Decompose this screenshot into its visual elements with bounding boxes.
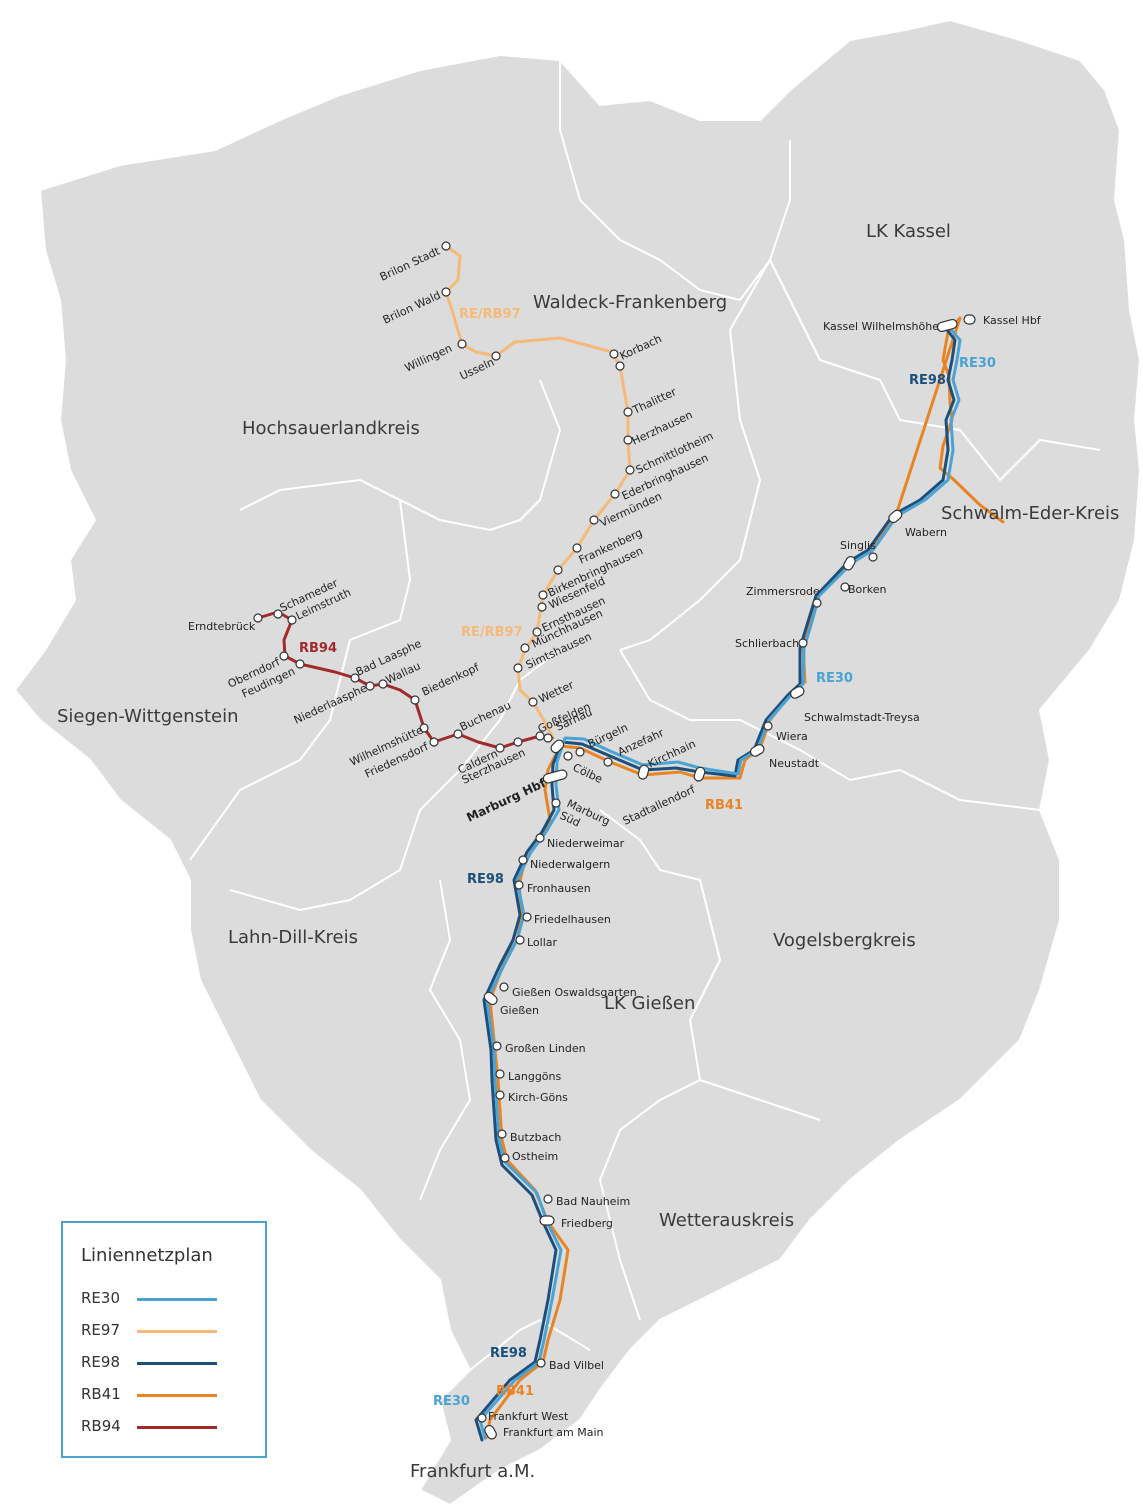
region-giessen: LK Gießen (604, 993, 695, 1014)
station-langgoens: Langgöns (508, 1070, 562, 1083)
station-erndtebrueck: Erndtebrück (188, 620, 256, 633)
railway-lines (256, 244, 1005, 1442)
legend-row-re30: RE30 (81, 1289, 251, 1309)
station-ostheim: Ostheim (512, 1150, 558, 1163)
legend-row-rb94: RB94 (81, 1417, 251, 1437)
station-niederweimar: Niederweimar (547, 837, 625, 850)
station-neustadt: Neustadt (769, 757, 820, 770)
station-friedelhausen: Friedelhausen (534, 913, 611, 926)
land-area (13, 18, 1142, 1507)
line-label-re97-south: RE/RB97 (461, 625, 523, 640)
station-wabern: Wabern (905, 526, 947, 539)
legend-label: RB94 (81, 1417, 121, 1435)
station-schwalmstadt: Schwalmstadt-Treysa (804, 711, 920, 724)
station-kassel-wilhelmshoehe: Kassel Wilhelmshöhe (823, 320, 939, 333)
legend-label: RB41 (81, 1385, 121, 1403)
station-markers (253, 241, 976, 1440)
line-label-re97-north: RE/RB97 (459, 307, 521, 322)
station-frankfurt-main: Frankfurt am Main (503, 1426, 604, 1439)
region-kassel: LK Kassel (866, 221, 951, 242)
legend-swatch (137, 1426, 217, 1429)
station-lollar: Lollar (527, 936, 558, 949)
station-schlierbach: Schlierbach (735, 637, 799, 650)
line-re30 (478, 324, 962, 1440)
line-label-re30-treysa: RE30 (816, 671, 853, 686)
line-label-re30-frankfurt: RE30 (433, 1394, 470, 1409)
legend-label: RE30 (81, 1289, 120, 1307)
line-label-re98-frankfurt: RE98 (490, 1346, 527, 1361)
station-giessen-oswaldsgarten: Gießen Oswaldsgarten (512, 986, 637, 999)
station-niederwalgern: Niederwalgern (530, 858, 610, 871)
line-labels: RE/RB97 RE/RB97 RB94 RE30 RE98 RE30 RB41… (299, 307, 996, 1409)
line-label-re98-kassel: RE98 (909, 373, 946, 388)
station-kirch-goens: Kirch-Göns (508, 1091, 568, 1104)
station-friedberg: Friedberg (561, 1217, 613, 1230)
district-borders (189, 60, 1101, 1371)
legend-row-re98: RE98 (81, 1353, 251, 1373)
region-siegen: Siegen-Wittgenstein (57, 706, 239, 727)
station-bad-vilbel: Bad Vilbel (549, 1359, 604, 1372)
station-grossen-linden: Großen Linden (505, 1042, 586, 1055)
region-labels: LK Kassel Waldeck-Frankenberg Hochsauerl… (57, 221, 1119, 1482)
legend-swatch (137, 1330, 217, 1333)
region-lahn: Lahn-Dill-Kreis (228, 927, 358, 948)
line-label-rb94: RB94 (299, 641, 337, 656)
station-wiera: Wiera (776, 730, 808, 743)
station-bad-nauheim: Bad Nauheim (556, 1195, 630, 1208)
legend-row-rb41: RB41 (81, 1385, 251, 1405)
line-label-rb41-stadtallendorf: RB41 (705, 798, 743, 813)
legend-box: Liniennetzplan RE30 RE97 RE98 RB41 RB94 (61, 1221, 267, 1458)
station-zimmersrode: Zimmersrode (746, 585, 820, 598)
station-kassel-hbf: Kassel Hbf (983, 314, 1042, 327)
station-borken: Borken (848, 583, 887, 596)
station-singlis: Singlis (840, 539, 876, 552)
legend-title: Liniennetzplan (81, 1245, 213, 1266)
region-vogelsberg: Vogelsbergkreis (773, 930, 916, 951)
line-re98 (474, 324, 957, 1442)
station-giessen: Gießen (500, 1004, 539, 1017)
legend-swatch (137, 1362, 217, 1365)
station-frankfurt-west: Frankfurt West (488, 1410, 569, 1423)
line-label-re98-lahn: RE98 (467, 872, 504, 887)
legend-label: RE97 (81, 1321, 120, 1339)
region-frankfurt: Frankfurt a.M. (410, 1461, 535, 1482)
legend-swatch (137, 1298, 217, 1301)
station-fronhausen: Fronhausen (527, 882, 591, 895)
region-hochsauer: Hochsauerlandkreis (242, 418, 420, 439)
line-label-rb41-frankfurt: RB41 (496, 1384, 534, 1399)
station-butzbach: Butzbach (510, 1131, 561, 1144)
line-rb41 (484, 316, 1005, 1440)
legend-label: RE98 (81, 1353, 120, 1371)
legend-swatch (137, 1394, 217, 1397)
region-waldeck: Waldeck-Frankenberg (533, 292, 727, 313)
region-wetterau: Wetterauskreis (659, 1210, 794, 1231)
legend-row-re97: RE97 (81, 1321, 251, 1341)
region-schwalm: Schwalm-Eder-Kreis (941, 503, 1119, 524)
line-label-re30-kassel: RE30 (959, 356, 996, 371)
